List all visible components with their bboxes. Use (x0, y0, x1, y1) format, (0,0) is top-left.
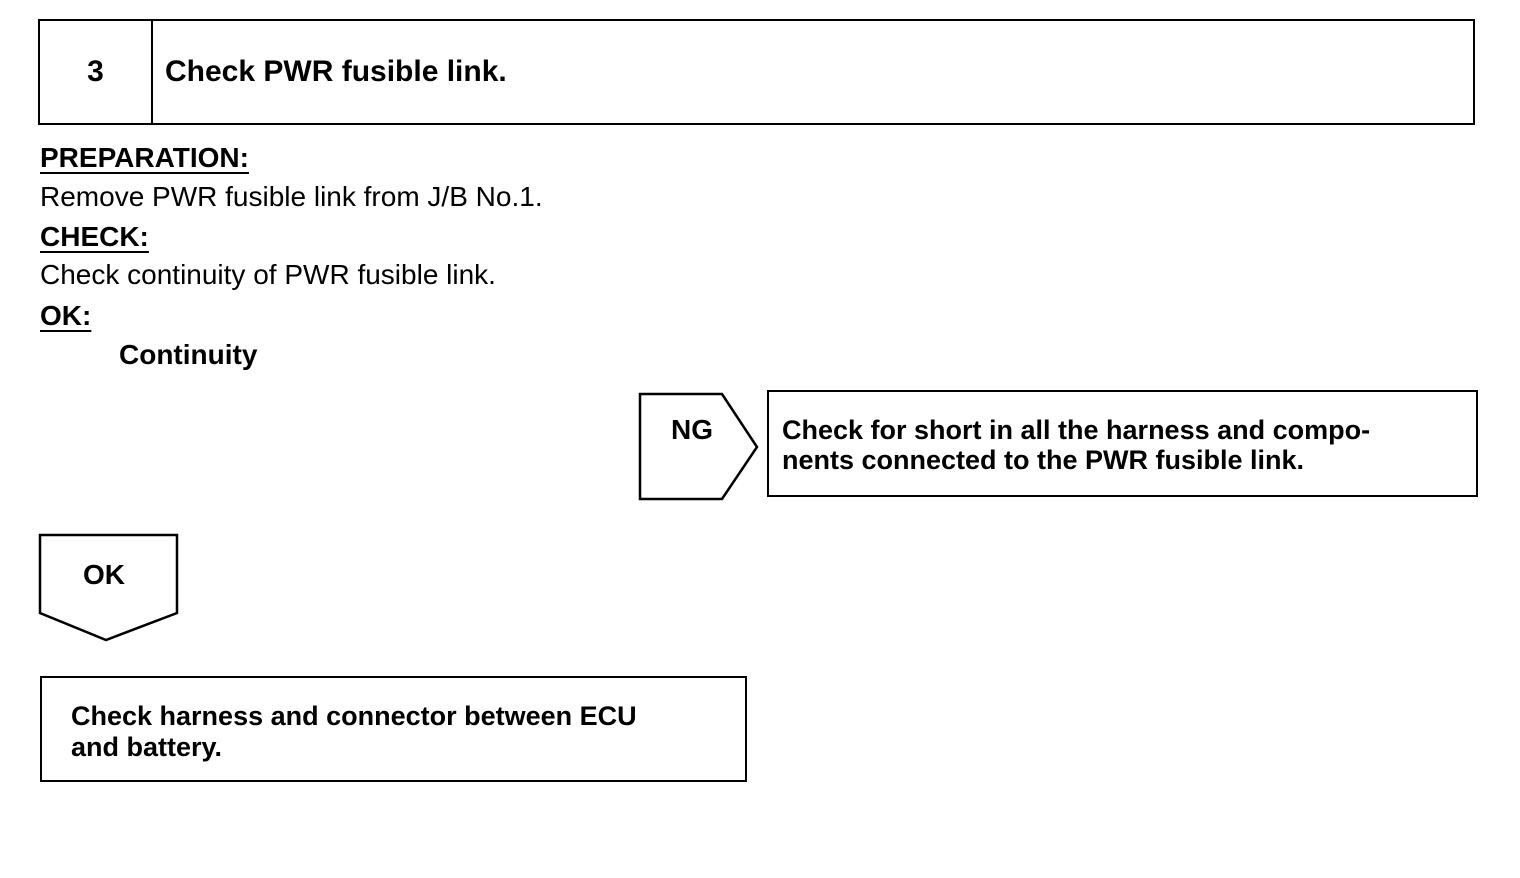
ng-action-box: Check for short in all the harness and c… (767, 390, 1478, 497)
ng-action-line-1: Check for short in all the harness and c… (782, 415, 1371, 445)
ok-next-line-2: and battery. (71, 732, 223, 762)
check-text: Check continuity of PWR fusible link. (40, 259, 496, 290)
ok-spec-value: Continuity (119, 339, 258, 370)
step-header: 3 Check PWR fusible link. (38, 19, 1475, 125)
step-number: 3 (40, 21, 153, 123)
ng-action-line-2: nents connected to the PWR fusible link. (782, 445, 1305, 475)
preparation-heading: PREPARATION: (40, 142, 249, 173)
ng-arrow-shape (638, 392, 759, 501)
ok-next-line-1: Check harness and connector between ECU (71, 701, 637, 731)
ng-branch-label: NG (671, 414, 713, 445)
ok-next-step-box: Check harness and connector between ECU … (40, 676, 747, 782)
check-heading: CHECK: (40, 221, 149, 252)
step-title: Check PWR fusible link. (165, 55, 507, 88)
ok-spec-heading: OK: (40, 300, 92, 331)
ok-arrow-shape (38, 533, 179, 642)
preparation-text: Remove PWR fusible link from J/B No.1. (40, 181, 543, 212)
ok-branch-label: OK (83, 559, 125, 590)
